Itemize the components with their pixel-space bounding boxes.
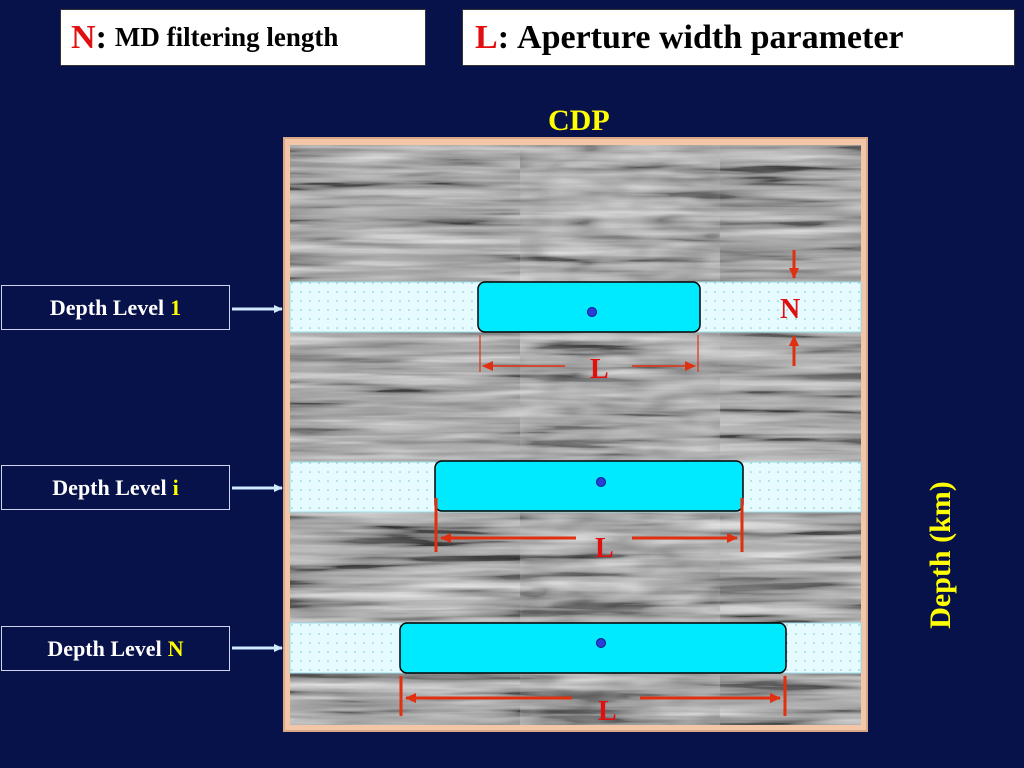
aperture-window-N xyxy=(399,622,787,674)
l-dimension-1 xyxy=(479,335,699,372)
l-dimension-N xyxy=(399,676,787,716)
depth-level-1-index: 1 xyxy=(170,294,182,320)
center-point-1 xyxy=(587,307,597,317)
depth-level-i-prefix: Depth Level xyxy=(52,474,167,500)
center-point-i xyxy=(596,477,606,487)
aperture-window-i xyxy=(434,460,744,512)
depth-level-1-prefix: Depth Level xyxy=(49,294,165,320)
legend-l-box: L: Aperture width parameter xyxy=(462,9,1015,66)
legend-n-box: N: MD filtering length xyxy=(60,9,426,66)
depth-level-N-prefix: Depth Level xyxy=(47,635,162,661)
legend-n-text: MD filtering length xyxy=(114,22,339,52)
center-point-N xyxy=(596,638,606,648)
legend-n-colon: : xyxy=(95,18,107,56)
legend-l-symbol: L xyxy=(475,18,498,56)
depth-level-i-index: i xyxy=(172,474,179,500)
l-marker-i: L xyxy=(595,533,614,564)
legend-l-colon: : xyxy=(497,18,510,56)
l-marker-1: L xyxy=(590,354,609,385)
l-dimension-i xyxy=(434,498,744,552)
aperture-window-1 xyxy=(477,281,701,333)
depth-level-N-index: N xyxy=(167,635,184,661)
n-marker-label: N xyxy=(780,294,800,325)
legend-l-text: Aperture width parameter xyxy=(517,18,904,56)
cdp-axis-label: CDP xyxy=(548,104,610,137)
l-marker-N: L xyxy=(598,696,617,727)
legend-n-symbol: N xyxy=(71,18,96,56)
